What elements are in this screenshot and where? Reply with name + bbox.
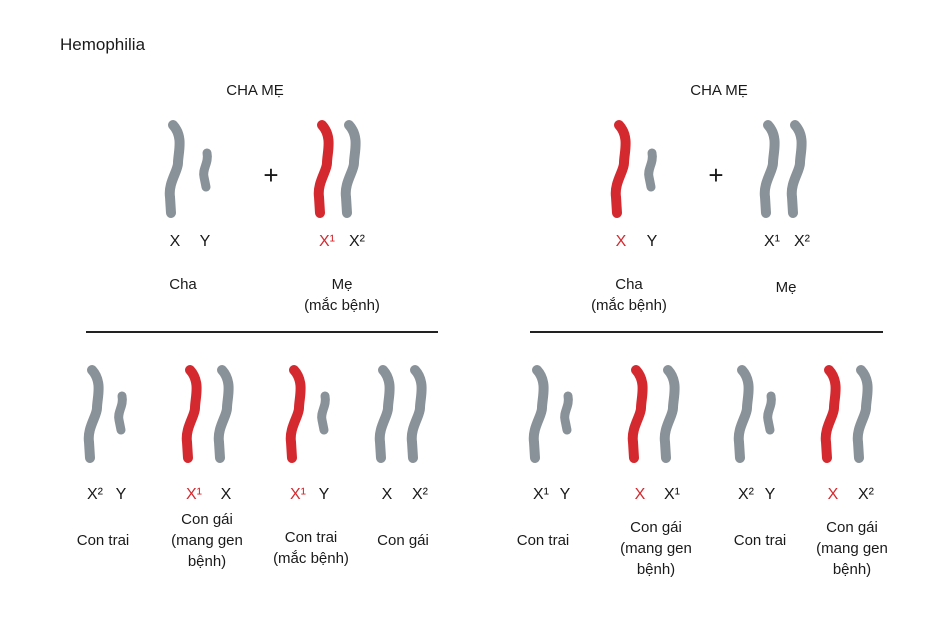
x-chromosome-icon bbox=[313, 120, 334, 218]
allele-label: X bbox=[220, 486, 232, 503]
generation-divider-right bbox=[530, 331, 883, 333]
father-label-left: Cha bbox=[169, 276, 197, 293]
x-chromosome-icon bbox=[852, 365, 873, 463]
allele-label: Y bbox=[646, 233, 658, 250]
x-chromosome-icon bbox=[610, 120, 631, 218]
allele-label-affected: X¹ bbox=[186, 486, 202, 503]
allele-label: X bbox=[170, 233, 181, 251]
x-chromosome-icon bbox=[164, 120, 185, 218]
y-chromosome-icon bbox=[560, 391, 573, 435]
allele-label: Y bbox=[764, 486, 776, 503]
allele-label: X² bbox=[858, 486, 874, 503]
mother-label-left: Mẹ (mắc bệnh) bbox=[304, 276, 380, 314]
generation-divider-left bbox=[86, 331, 438, 333]
y-chromosome-icon bbox=[644, 148, 657, 192]
x-chromosome-icon bbox=[528, 365, 549, 463]
allele-label: X² bbox=[412, 486, 428, 503]
x-chromosome-icon bbox=[786, 120, 807, 218]
child-label: Con gái (mang gen bệnh) bbox=[171, 511, 243, 570]
child-label: Con trai bbox=[76, 532, 130, 549]
child-label: Con gái bbox=[377, 532, 429, 549]
y-chromosome-icon bbox=[114, 391, 127, 435]
allele-label-affected: X bbox=[615, 233, 627, 250]
y-chromosome-icon bbox=[763, 391, 776, 435]
x-chromosome-icon bbox=[340, 120, 361, 218]
allele-label: X¹ bbox=[533, 486, 549, 503]
child-label: Con trai (mắc bệnh) bbox=[273, 529, 349, 567]
allele-label-affected: X¹ bbox=[319, 233, 335, 250]
x-chromosome-icon bbox=[83, 365, 104, 463]
mother-label-right: Mẹ bbox=[775, 279, 797, 296]
allele-label: Y bbox=[200, 233, 211, 251]
x-chromosome-icon bbox=[181, 365, 202, 463]
allele-label: X bbox=[381, 486, 393, 503]
y-chromosome-icon bbox=[199, 148, 212, 192]
x-chromosome-icon bbox=[659, 365, 680, 463]
x-chromosome-icon bbox=[733, 365, 754, 463]
child-label: Con gái (mang gen bệnh) bbox=[620, 519, 692, 578]
allele-x: X bbox=[169, 233, 181, 250]
allele-label-affected: X bbox=[827, 486, 839, 503]
parents-header-right: CHA MẸ bbox=[690, 82, 748, 99]
allele-label: Y bbox=[318, 486, 330, 503]
allele-y: Y bbox=[199, 233, 211, 250]
father-label-right: Cha (mắc bệnh) bbox=[591, 276, 667, 314]
plus-icon: + bbox=[263, 160, 279, 190]
allele-label: Y bbox=[559, 486, 571, 503]
x-chromosome-icon bbox=[374, 365, 395, 463]
allele-label: X² bbox=[794, 233, 810, 250]
child-label: Con trai bbox=[516, 532, 570, 549]
diagram-title: Hemophilia bbox=[60, 35, 146, 54]
plus-icon: + bbox=[708, 160, 724, 190]
allele-label-affected: X bbox=[634, 486, 646, 503]
child-label: Con gái (mang gen bệnh) bbox=[816, 519, 888, 578]
allele-label: Y bbox=[115, 486, 127, 503]
allele-label-affected: X¹ bbox=[290, 486, 306, 503]
x-chromosome-icon bbox=[285, 365, 306, 463]
allele-label: X² bbox=[738, 486, 754, 503]
allele-label: X¹ bbox=[764, 233, 780, 250]
child-label: Con trai bbox=[733, 532, 787, 549]
x-chromosome-icon bbox=[213, 365, 234, 463]
allele-label: X² bbox=[349, 233, 365, 250]
x-chromosome-icon bbox=[406, 365, 427, 463]
x-chromosome-icon bbox=[627, 365, 648, 463]
allele-label: X¹ bbox=[664, 486, 680, 503]
x-chromosome-icon bbox=[820, 365, 841, 463]
x-chromosome-icon bbox=[759, 120, 780, 218]
parents-header-left: CHA MẸ bbox=[226, 82, 284, 99]
y-chromosome-icon bbox=[317, 391, 330, 435]
allele-label: X² bbox=[87, 486, 103, 503]
